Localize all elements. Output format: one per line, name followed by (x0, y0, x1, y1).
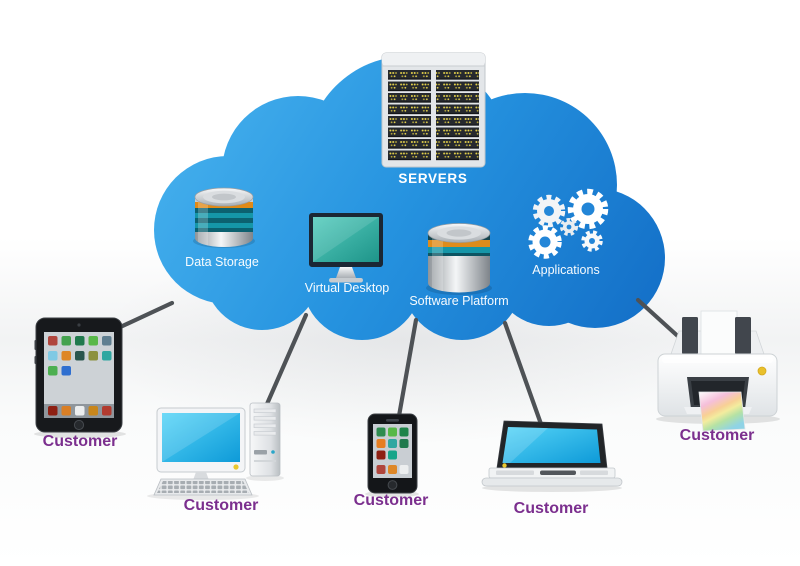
gear-bottom-small (581, 230, 603, 252)
customer-label-laptop: Customer (513, 500, 589, 517)
phone-app-icons (376, 427, 409, 474)
servers-label: SERVERS (398, 171, 468, 186)
server-rack-icon (381, 52, 486, 168)
virtual-desktop-label: Virtual Desktop (304, 281, 390, 295)
software-platform-label: Software Platform (409, 294, 509, 308)
tablet-app-icons (48, 336, 112, 416)
cable-desktop (264, 312, 309, 407)
gear-center-small (560, 218, 578, 236)
cable-tablet (113, 300, 175, 332)
applications-label: Applications (532, 263, 600, 277)
customer-label-tablet: Customer (42, 433, 118, 450)
customer-label-printer: Customer (679, 427, 755, 444)
monitor-icon (156, 407, 246, 487)
database-stack-icon (193, 187, 255, 248)
data-storage-label: Data Storage (185, 255, 259, 269)
desktop-monitor-icon (309, 213, 383, 283)
gear-big (567, 188, 609, 230)
cable-smartphone (396, 317, 419, 419)
printer-icon (656, 310, 780, 432)
laptop-icon (481, 420, 623, 492)
cable-laptop (502, 320, 544, 427)
gear-left (532, 194, 566, 228)
customer-label-desktop: Customer (183, 497, 259, 514)
gear-bottom-left (528, 225, 562, 259)
tablet-icon (34, 317, 126, 438)
desktop-computer-icon (147, 402, 284, 500)
printer-button (757, 366, 767, 376)
paper-sheet (700, 310, 738, 357)
gears-icon (528, 188, 609, 259)
database-platform-icon (426, 223, 492, 295)
tower-icon (249, 402, 281, 477)
customer-label-smartphone: Customer (353, 492, 429, 509)
smartphone-icon (365, 413, 419, 498)
printed-page (698, 391, 746, 432)
keyboard-icon (153, 478, 253, 496)
